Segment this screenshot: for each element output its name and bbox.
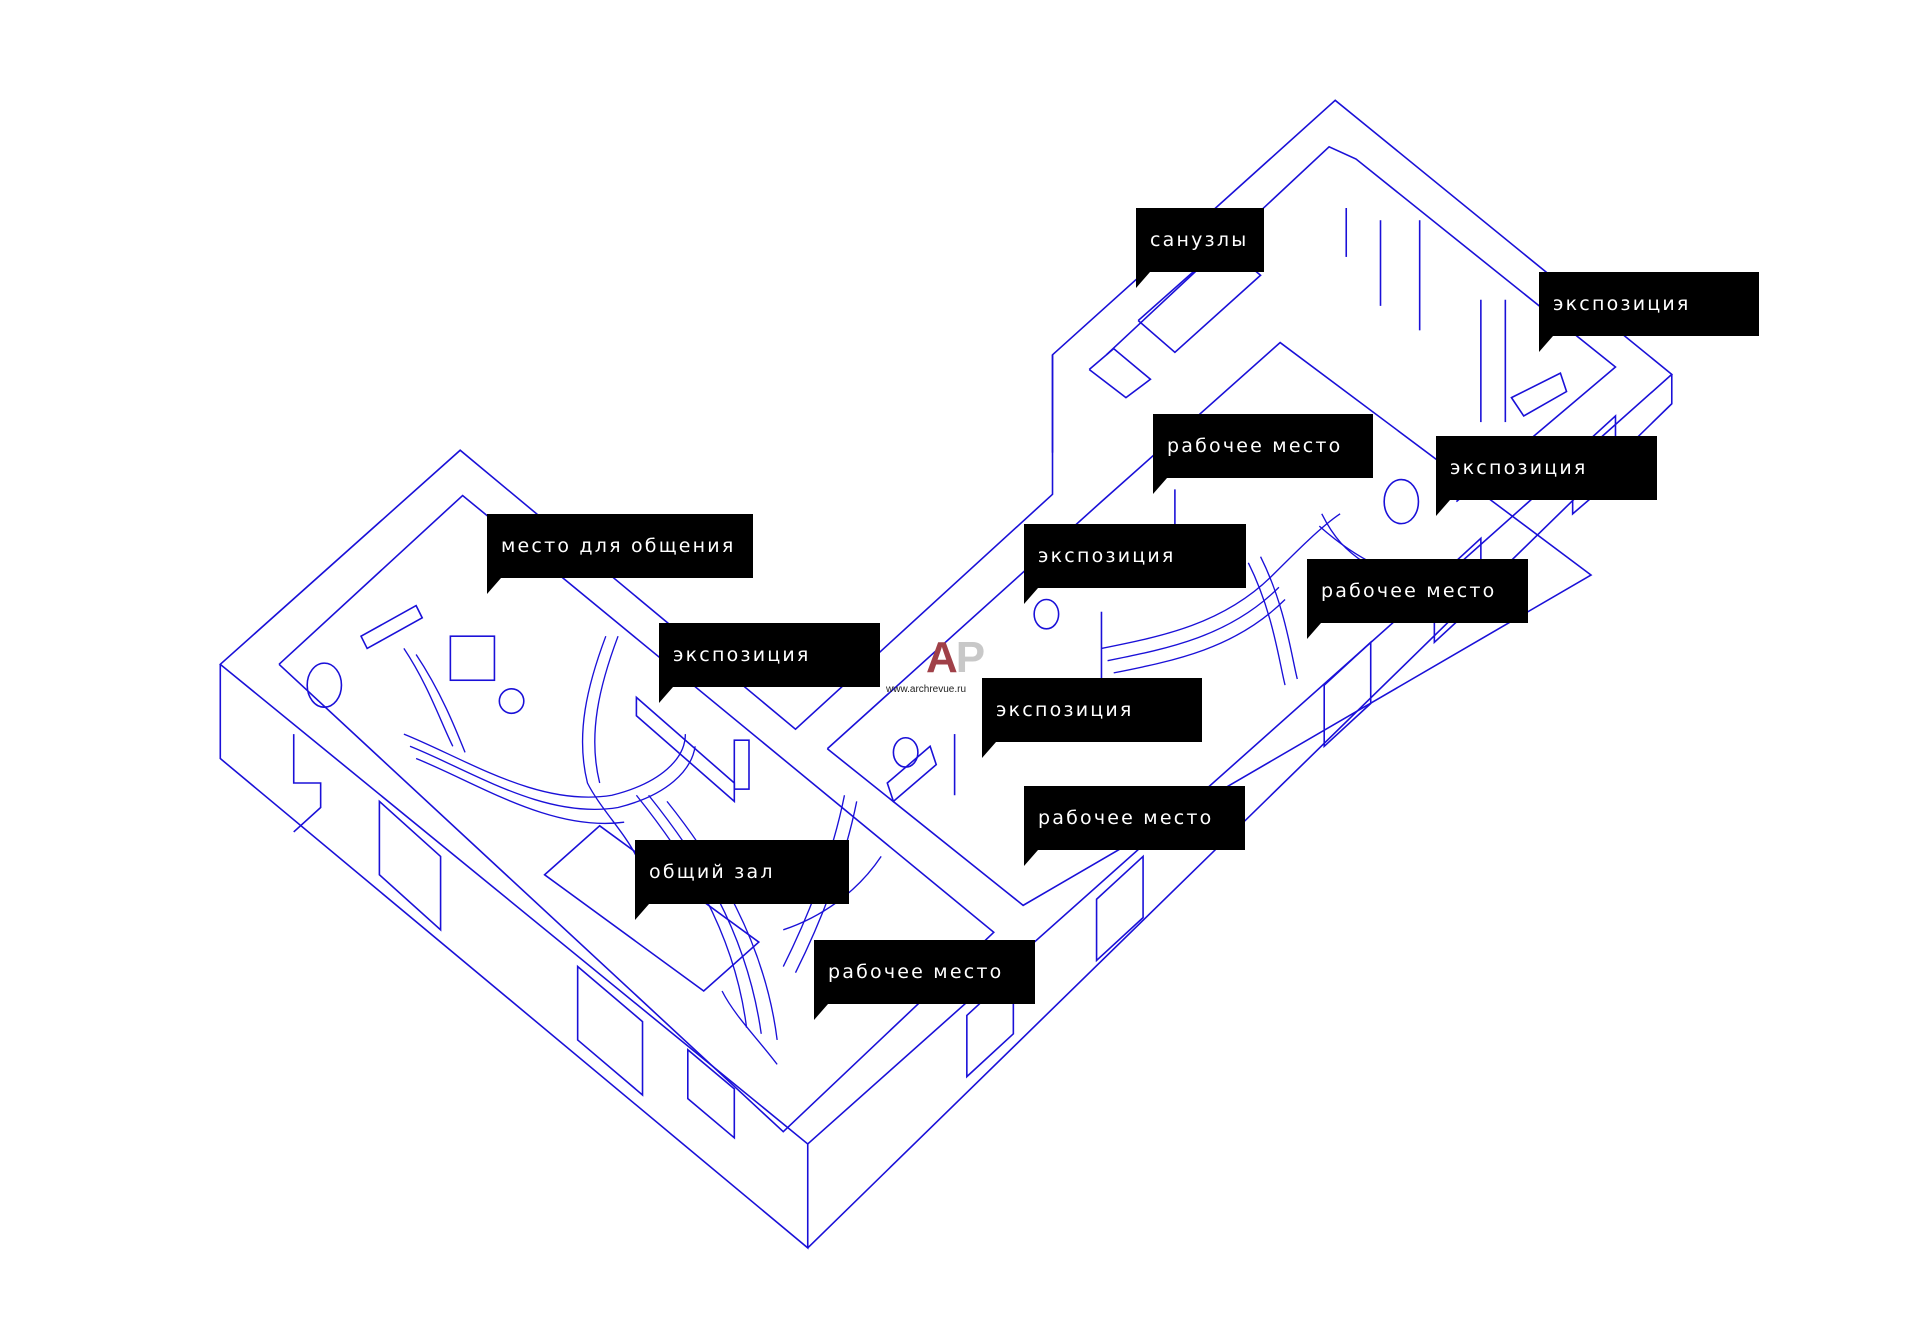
window [378,799,442,932]
label-common-hall: общий зал [635,840,849,920]
label-workplace: рабочее место [814,940,1035,1020]
label-exposition: экспозиция [1436,436,1657,516]
label-exposition: экспозиция [1539,272,1759,352]
label-sanuzly: санузлы [1136,208,1264,288]
window [1323,640,1372,749]
label-exposition: экспозиция [659,623,880,703]
label-social-area: место для общения [487,514,753,594]
label-workplace: рабочее место [1024,786,1245,866]
watermark-logo-a: A [926,633,958,682]
left-room-inner [278,494,995,1133]
window [576,964,644,1097]
window [1095,854,1144,963]
watermark-logo-p: P [955,633,985,682]
window [687,1048,736,1140]
label-workplace: рабочее место [1307,559,1528,639]
front-wall [219,664,809,1250]
label-exposition: экспозиция [982,678,1202,758]
meeting-table [543,824,761,993]
right-wall [807,374,1673,1249]
armchair [449,635,496,682]
watermark: AP www.archrevue.ru [886,633,986,696]
watermark-url: www.archrevue.ru [886,684,967,695]
label-workplace: рабочее место [1153,414,1373,494]
label-exposition: экспозиция [1024,524,1246,604]
